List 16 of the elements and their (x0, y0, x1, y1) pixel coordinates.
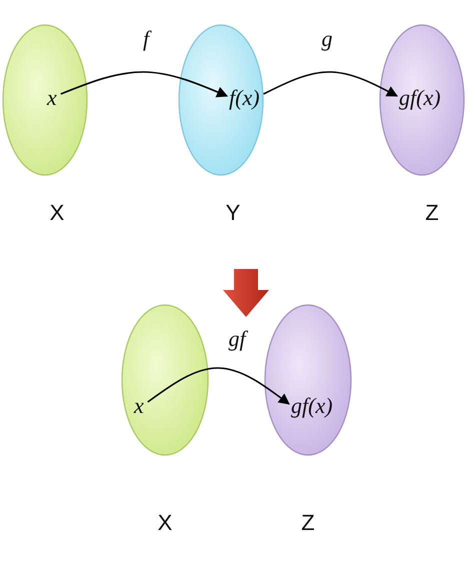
set-label: Z (425, 200, 439, 226)
set-label: Y (226, 200, 240, 226)
element-label: gf(x) (398, 86, 442, 110)
element-label: f(x) (228, 86, 261, 110)
element-label: x (133, 394, 145, 418)
arrow (147, 367, 290, 405)
edge-label: f (142, 28, 150, 50)
edge-label: gf (228, 328, 246, 350)
edge-label: g (322, 28, 332, 50)
arrow (60, 71, 228, 98)
element-label: gf(x) (290, 394, 334, 418)
arrow (263, 71, 398, 97)
element-label: x (46, 86, 58, 110)
set-label: X (50, 200, 64, 226)
set-label: X (158, 510, 172, 536)
set-label: Z (301, 510, 315, 536)
